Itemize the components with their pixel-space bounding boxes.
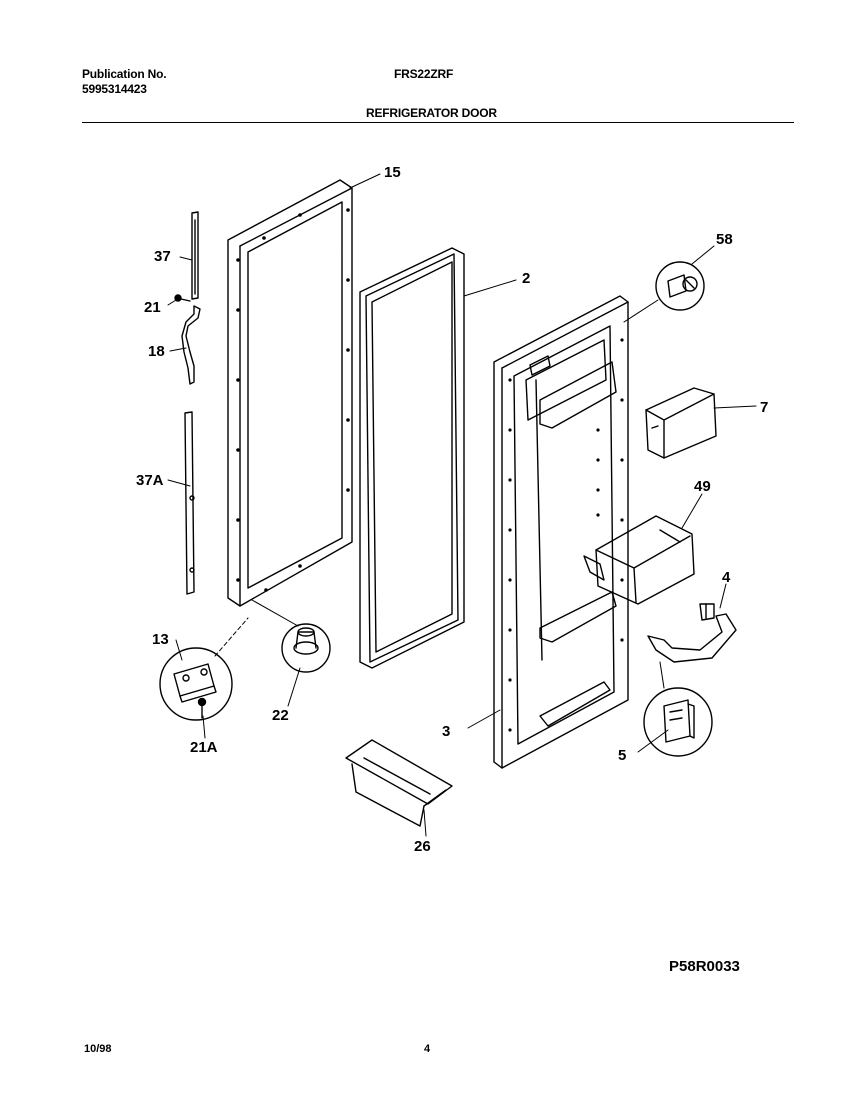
callout-13: 13 — [152, 631, 169, 648]
callout-58: 58 — [716, 231, 733, 248]
callout-18: 18 — [148, 343, 165, 360]
part-58-screw — [655, 261, 705, 311]
footer-date: 10/98 — [84, 1043, 112, 1055]
part-7-cover — [645, 387, 717, 459]
leader-lines — [167, 173, 757, 837]
part-37-hinge-rod — [191, 211, 199, 300]
publication-number: 5995314423 — [82, 82, 147, 96]
part-26-basket — [345, 739, 453, 827]
model-number: FRS22ZRF — [394, 67, 454, 81]
callout-3: 3 — [442, 723, 450, 740]
callout-7: 7 — [760, 399, 768, 416]
part-13-bracket — [159, 647, 233, 721]
callout-37a: 37A — [136, 472, 164, 489]
callout-2: 2 — [522, 270, 530, 287]
callout-4: 4 — [722, 569, 731, 586]
callout-21a: 21A — [190, 739, 218, 756]
callout-22: 22 — [272, 707, 289, 724]
part-2-gasket — [359, 247, 465, 669]
callout-49: 49 — [694, 478, 711, 495]
callout-37: 37 — [154, 248, 171, 265]
part-3-door-liner — [493, 295, 629, 769]
part-49-bin — [583, 515, 695, 605]
publication-label: Publication No. — [82, 67, 167, 81]
part-21-screw — [174, 294, 191, 302]
part-18-hinge — [181, 305, 201, 385]
part-22-cap — [281, 623, 331, 673]
footer-page-number: 4 — [424, 1043, 431, 1055]
section-title: REFRIGERATOR DOOR — [366, 106, 497, 120]
part-5-clip — [643, 687, 713, 757]
callout-5: 5 — [618, 747, 626, 764]
drawing-code: P58R0033 — [669, 958, 740, 975]
part-37a-hinge-rod — [184, 411, 195, 595]
callout-26: 26 — [414, 838, 431, 855]
header-rule — [82, 122, 794, 123]
part-15-door-frame — [227, 179, 353, 607]
part-21a-screw — [197, 697, 207, 719]
callout-15: 15 — [384, 164, 401, 181]
part-4-bracket — [647, 603, 737, 663]
callout-21: 21 — [144, 299, 161, 316]
